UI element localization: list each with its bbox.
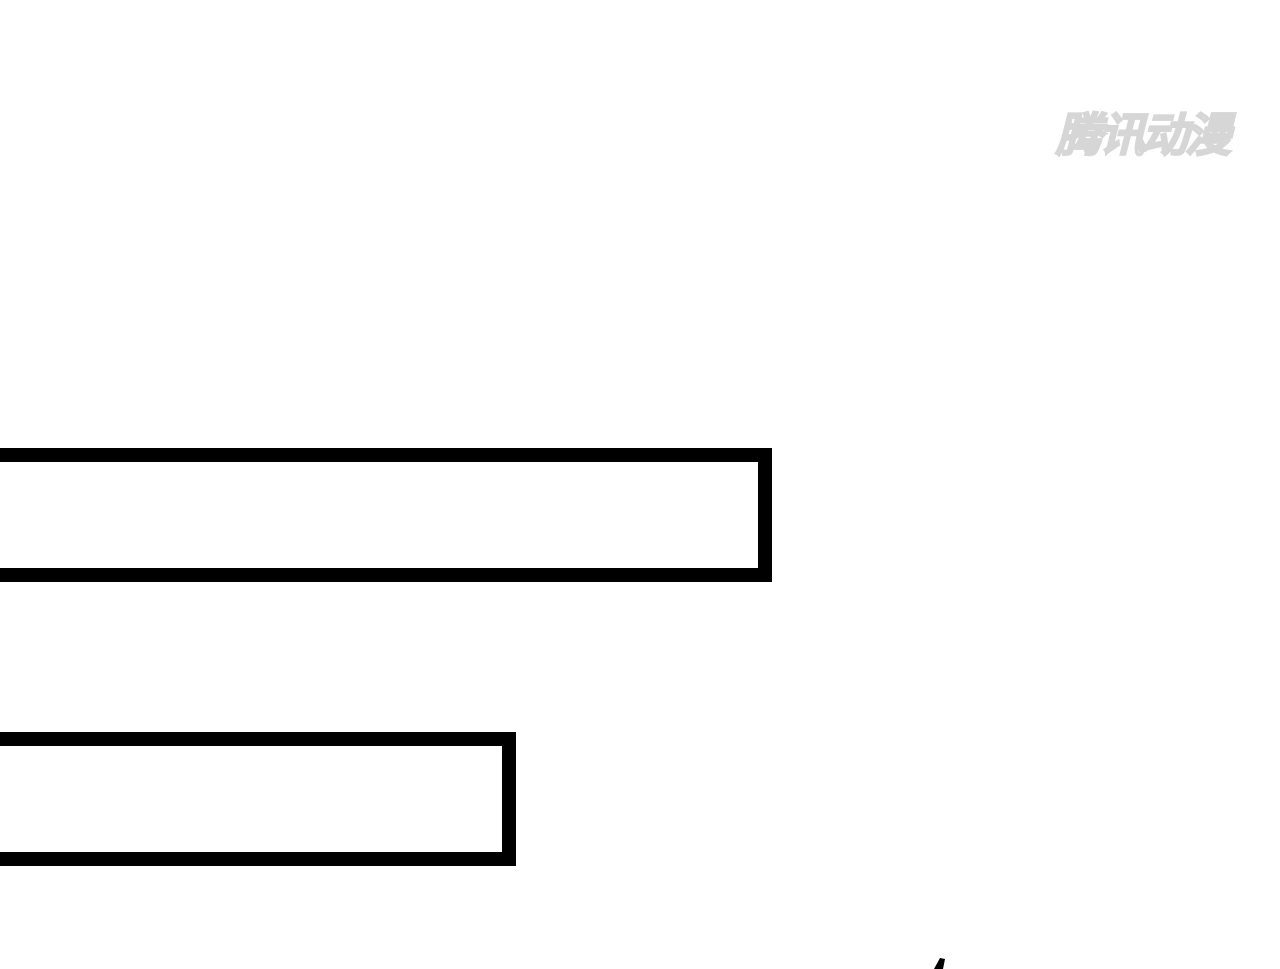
ink-stroke-mark (934, 958, 945, 969)
empty-text-box-bottom (0, 732, 516, 866)
empty-text-box-top (0, 448, 772, 582)
tencent-comics-watermark: 腾讯动漫 (1055, 107, 1232, 163)
